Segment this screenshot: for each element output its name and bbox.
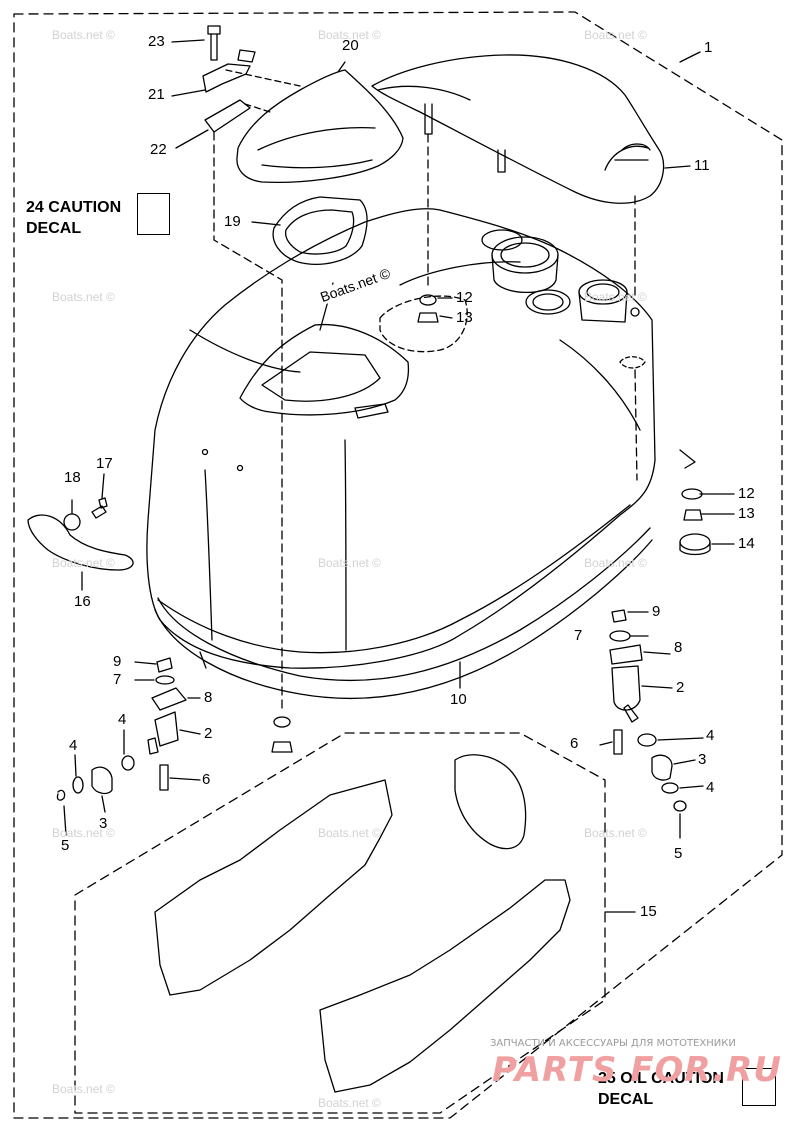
screw-17 xyxy=(91,497,108,519)
callout-10: 10 xyxy=(450,691,467,708)
liner-panel-b xyxy=(454,754,527,850)
callout-3-right: 3 xyxy=(698,751,707,768)
liner-region-15 xyxy=(74,732,606,1114)
watermark: Boats.net © xyxy=(318,826,381,840)
callout-2-left: 2 xyxy=(204,725,213,742)
callout-1: 1 xyxy=(704,39,713,56)
decal-24-line1: 24 CAUTION xyxy=(26,199,122,216)
watermark: Boats.net © xyxy=(318,28,381,42)
watermark: Boats.net © xyxy=(52,290,115,304)
callout-9-left: 9 xyxy=(113,653,122,670)
mount-set-left xyxy=(56,657,187,801)
watermark: Boats.net © xyxy=(584,290,647,304)
watermark: Boats.net © xyxy=(584,826,647,840)
watermark: Boats.net © xyxy=(52,556,115,570)
callout-3-left: 3 xyxy=(99,815,108,832)
decal-24-swatch xyxy=(137,193,170,235)
callout-4-right-bottom: 4 xyxy=(706,779,715,796)
callout-12-right: 12 xyxy=(738,485,755,502)
callout-12-top: 12 xyxy=(456,289,473,306)
watermark: Boats.net © xyxy=(52,826,115,840)
callout-23: 23 xyxy=(148,33,165,50)
callout-4-left-outer: 4 xyxy=(69,737,78,754)
callout-8-left: 8 xyxy=(204,689,213,706)
callout-22: 22 xyxy=(150,141,167,158)
callout-17: 17 xyxy=(96,455,113,472)
callout-7-left: 7 xyxy=(113,671,122,688)
callout-11: 11 xyxy=(694,157,710,174)
intake-seal-19 xyxy=(272,196,368,265)
watermark: Boats.net © xyxy=(52,1082,115,1096)
cap-stud-right xyxy=(497,149,506,173)
callout-8-right: 8 xyxy=(674,639,683,656)
callout-14: 14 xyxy=(738,535,755,552)
cap-stud-left xyxy=(424,103,433,135)
watermark: Boats.net © xyxy=(52,28,115,42)
latch-assembly xyxy=(202,25,301,133)
callout-4-left-inner: 4 xyxy=(118,711,127,728)
callout-6-right: 6 xyxy=(570,735,579,752)
liner-panel-a xyxy=(154,779,393,996)
callout-19: 19 xyxy=(224,213,241,230)
brand-tagline: ЗАПЧАСТИ И АКСЕССУАРЫ ДЛЯ МОТОТЕХНИКИ xyxy=(490,1038,736,1049)
watermark: Boats.net © xyxy=(318,556,381,570)
watermark: Boats.net © xyxy=(318,1096,381,1110)
callout-16: 16 xyxy=(74,593,91,610)
liner-panel-c xyxy=(319,879,571,1093)
decal-24-label: 24 CAUTION DECAL xyxy=(26,197,121,239)
callout-21: 21 xyxy=(148,86,165,103)
assembly-boundary-1 xyxy=(13,11,783,1119)
callout-4-right-top: 4 xyxy=(706,727,715,744)
fastener-stack-left xyxy=(271,294,439,753)
callout-5-left: 5 xyxy=(61,837,70,854)
rear-cover-20 xyxy=(236,69,404,183)
decal-25-line1: 25 OIL CAUTION xyxy=(598,1070,724,1087)
main-cowl-10 xyxy=(146,208,656,669)
callout-6-left: 6 xyxy=(202,771,211,788)
watermark: Boats.net © xyxy=(584,556,647,570)
callout-9-right: 9 xyxy=(652,603,661,620)
decal-25-label: 25 OIL CAUTION DECAL xyxy=(598,1068,728,1110)
brand-logo: PARTS FOR.RU xyxy=(492,1050,782,1090)
bottom-seal-10 xyxy=(154,527,653,700)
callout-20: 20 xyxy=(342,37,359,54)
washer-18 xyxy=(63,513,81,531)
callout-15: 15 xyxy=(640,903,657,920)
decal-25-swatch xyxy=(742,1068,776,1106)
callout-18: 18 xyxy=(64,469,81,486)
callout-2-right: 2 xyxy=(676,679,685,696)
decal-24-line2: DECAL xyxy=(26,220,82,237)
callout-7-right: 7 xyxy=(574,627,583,644)
side-bracket-16 xyxy=(27,514,134,571)
fastener-stack-right xyxy=(679,488,711,556)
watermark: Boats.net © xyxy=(584,28,647,42)
callout-5-right: 5 xyxy=(674,845,683,862)
callout-13-top: 13 xyxy=(456,309,473,326)
decal-25-line2: DECAL xyxy=(598,1091,654,1108)
callout-13-right: 13 xyxy=(738,505,755,522)
top-cap-11 xyxy=(371,54,665,204)
